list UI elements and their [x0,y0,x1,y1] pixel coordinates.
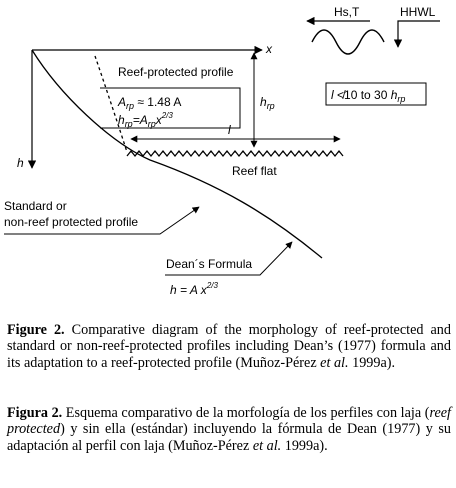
reef-protected-profile-label: Reef-protected profile [118,65,234,79]
caption-english-et-al: et al. [320,354,349,371]
caption-english-year: 1999a). [348,354,396,371]
caption-spanish-text-2: ) y sin ella (estándar) incluyendo la fó… [7,421,451,454]
wave-label: Hs,T [334,5,360,19]
deans-formula-leader [165,241,293,276]
caption-english-label: Figure 2. [7,322,65,338]
caption-spanish-text: Esquema comparativo de la morfología de … [62,405,430,421]
profile-diagram: x h Reef-protected profile Arp ≈ 1.48 A … [4,5,440,297]
hrp-label: hrp [260,95,275,111]
deans-formula: h = A x2/3 [170,281,218,297]
hhwl-arrow [393,20,440,48]
x-axis-label: x [265,42,273,56]
l-label: l [228,123,231,137]
wave-icon [311,29,385,55]
hrp-formula: hrp=Arpx2/3 [118,111,173,129]
caption-spanish-year: 1999a). [281,437,328,454]
reef-flat-line [126,149,344,158]
reef-profile-label-box [100,87,241,129]
length-range-box [325,82,427,106]
standard-profile-label-line1: Standard or [4,199,67,213]
caption-english-text: Comparative diagram of the morphology of… [7,322,451,371]
standard-profile-leader [4,206,200,235]
hhwl-label: HHWL [400,5,436,19]
caption-english: Figure 2. Comparative diagram of the mor… [7,322,451,371]
reef-flat-label: Reef flat [232,164,277,178]
length-range-label: l ≮10 to 30 hrp [331,88,405,104]
caption-spanish-et-al: et al. [252,437,282,454]
deans-formula-label: Dean´s Formula [166,257,252,271]
caption-spanish-reef-protected: reef protected [7,405,451,438]
caption-spanish: Figura 2. Esquema comparativo de la morf… [7,405,451,454]
arp-formula: Arp ≈ 1.48 A [117,95,181,111]
standard-profile-label-line2: non-reef protected profile [4,215,138,229]
standard-profile-curve [31,49,323,259]
caption-spanish-label: Figura 2. [7,405,63,421]
h-axis-label: h [17,156,24,170]
